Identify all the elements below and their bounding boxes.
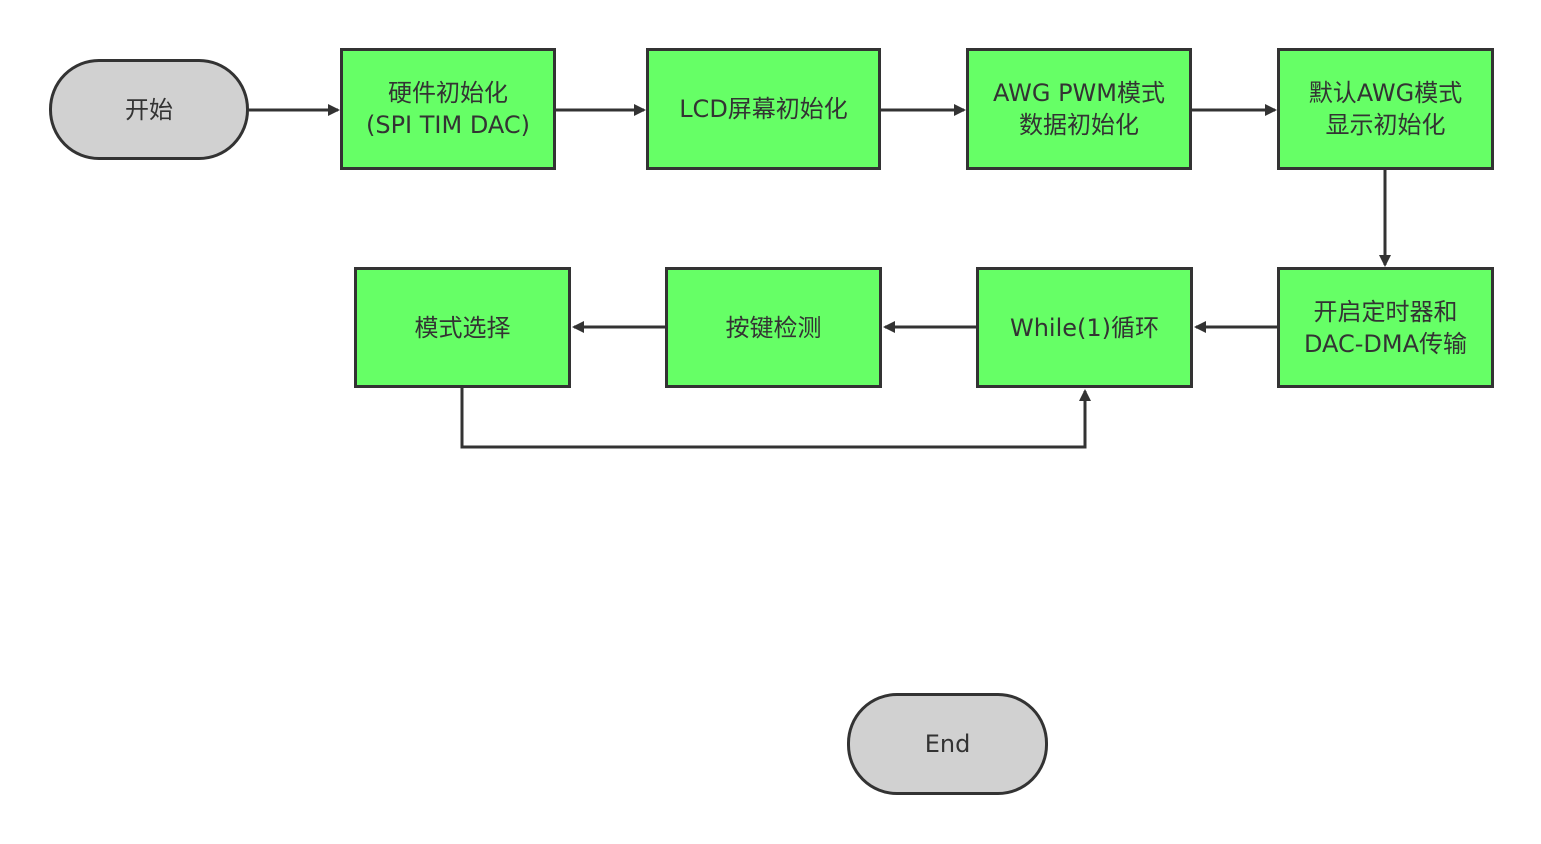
awg-pwm-data-init-label-line-2: 数据初始化 [1018,111,1139,139]
key-detect-label: 按键检测 [725,313,822,342]
mode-select-label: 模式选择 [414,313,511,342]
mode-select-node: 模式选择 [354,267,571,388]
end-node: End [847,693,1048,795]
edge-mode-select-to-while-loop [460,388,1091,449]
while-loop-node: While(1)循环 [976,267,1193,388]
lcd-init-node: LCD屏幕初始化 [646,48,881,170]
key-detect-node: 按键检测 [665,267,882,388]
start-node-label: 开始 [125,95,173,124]
awg-pwm-data-init-label-line-1: AWG PWM模式 [993,79,1165,107]
default-awg-display-label-line-1: 默认AWG模式 [1308,79,1463,107]
timer-dac-dma-label-line-1: 开启定时器和 [1313,297,1458,326]
lcd-init-label: LCD屏幕初始化 [679,95,848,123]
end-node-label: End [924,730,971,758]
hardware-init-node: 硬件初始化 (SPI TIM DAC) [340,48,556,170]
start-node: 开始 [49,59,249,160]
default-awg-display-init-node: 默认AWG模式 显示初始化 [1277,48,1494,170]
hardware-init-label-line-2: (SPI TIM DAC) [365,111,531,139]
hardware-init-label-line-1: 硬件初始化 [388,79,508,107]
awg-pwm-data-init-node: AWG PWM模式 数据初始化 [966,48,1192,170]
timer-dac-dma-node: 开启定时器和 DAC-DMA传输 [1277,267,1494,388]
while-loop-label: While(1)循环 [1009,313,1160,342]
default-awg-display-label-line-2: 显示初始化 [1325,111,1446,139]
timer-dac-dma-label-line-2: DAC-DMA传输 [1303,329,1468,358]
